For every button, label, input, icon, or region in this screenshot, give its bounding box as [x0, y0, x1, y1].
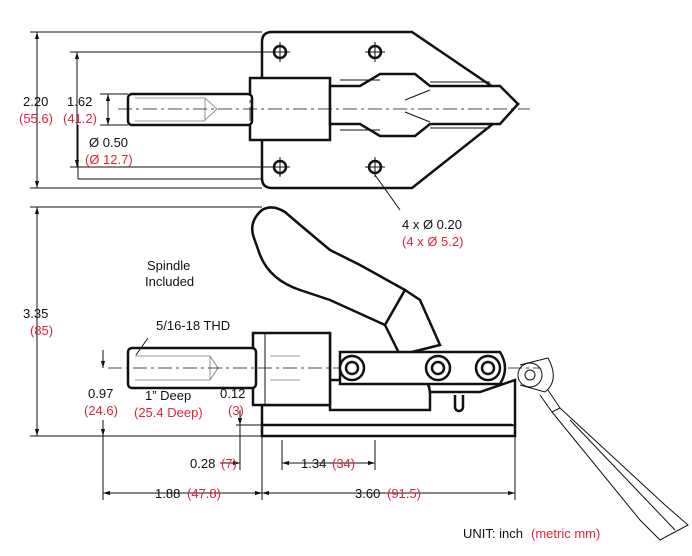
- dim-centerline-mm: (24.6): [84, 403, 118, 418]
- link-arm: [338, 350, 507, 386]
- dim-hole-spacing-mm: (41.2): [63, 111, 97, 126]
- dim-base-thickness-inch: 0.12: [220, 386, 245, 401]
- labels: 2.20 (55.6) 1.62 (41.2) Ø 0.50 (Ø 12.7) …: [19, 94, 600, 541]
- dim-height-inch: 3.35: [23, 306, 48, 321]
- open-position-ghost: [517, 357, 689, 541]
- thread-depth-mm: (25.4 Deep): [134, 405, 203, 420]
- thread-note: 5/16-18 THD: [156, 318, 230, 333]
- spindle-note-2: Included: [145, 274, 194, 289]
- dim-pitch-mm: (34): [332, 456, 355, 471]
- plunger-body-side: [251, 331, 332, 407]
- dim-holes-inch: 4 x Ø 0.20: [402, 217, 462, 232]
- unit-note: UNIT: inch: [463, 526, 523, 541]
- top-view: [118, 30, 530, 190]
- dim-hole-spacing-inch: 1.62: [67, 94, 92, 109]
- dim-plunger-ext-inch: 1.88: [155, 486, 180, 501]
- dim-plunger-ext-mm: (47.8): [187, 486, 221, 501]
- base-plate: [260, 423, 517, 438]
- linkage-top: [328, 72, 520, 138]
- dim-centerline-inch: 0.97: [88, 386, 113, 401]
- dim-base-length-inch: 3.60: [355, 486, 380, 501]
- dimensions: [30, 31, 516, 500]
- dim-plunger-dia-mm: (Ø 12.7): [85, 152, 133, 167]
- unit-note-metric: (metric mm): [531, 526, 600, 541]
- dim-pitch-inch: 1.34: [301, 456, 326, 471]
- dim-offset-inch: 0.28: [190, 456, 215, 471]
- dim-holes-mm: (4 x Ø 5.2): [402, 234, 463, 249]
- dim-height-mm: (85): [30, 323, 53, 338]
- mount-holes: [270, 42, 385, 177]
- dim-width-inch: 2.20: [23, 94, 48, 109]
- stop-pin: [453, 395, 465, 413]
- side-view: [108, 206, 689, 541]
- thread-depth-inch: 1” Deep: [145, 388, 191, 403]
- dim-base-length-mm: (91.5): [387, 486, 421, 501]
- spindle-note-1: Spindle: [147, 258, 190, 273]
- dim-base-thickness-mm: (3): [228, 403, 244, 418]
- dim-width-mm: (55.6): [19, 111, 53, 126]
- dim-plunger-dia-inch: Ø 0.50: [89, 135, 128, 150]
- handle-grip: [251, 206, 407, 327]
- plunger-rod: [126, 92, 254, 127]
- dim-offset-mm: (7): [221, 456, 237, 471]
- handle-arm: [383, 288, 442, 357]
